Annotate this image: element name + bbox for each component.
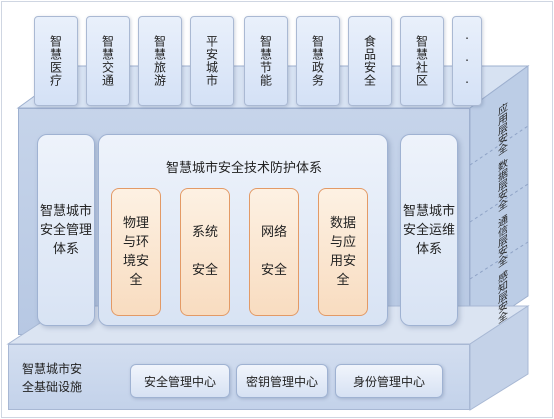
domain-label: 智慧社区 [414,35,429,87]
layer-text: 应用层安全 [495,101,507,159]
domain-label: 食品安全 [362,35,377,87]
pill-label: 身份管理中心 [352,374,425,389]
domain-chip: 智慧旅游 [138,16,182,106]
box-text: 系统 [191,225,218,240]
layer-text: 通信层安全 [495,213,507,271]
system-security-box: 系统 安全 [180,188,230,316]
box-text: 安全 [260,263,287,278]
operations-system-panel: 智慧城市安全运维体系 [400,134,458,326]
infrastructure-label-line1: 智慧城市安 [22,362,83,376]
physical-security-box: 物理 与环 境安 全 [111,188,161,316]
infrastructure-label: 智慧城市安 全基础设施 [22,360,112,396]
box-text: 与环 [122,235,149,250]
domain-label: 平安城市 [204,35,219,87]
box-text: 全 [129,273,143,288]
operations-system-label: 智慧城市安全运维体系 [403,203,456,257]
box-text: 网络 [260,225,287,240]
domain-chip: 智慧社区 [400,16,444,106]
pill-label: 密钥管理中心 [245,374,318,389]
network-security-box: 网络 安全 [249,188,299,316]
key-management-center: 密钥管理中心 [236,364,328,398]
domain-chip-more: ... [452,16,482,106]
layer-text: 数据层安全 [495,157,507,215]
data-app-security-box: 数据 与应 用安 全 [318,188,368,316]
security-management-center: 安全管理中心 [130,364,230,398]
domain-chip: 智慧节能 [244,16,288,106]
domain-chip: 智慧医疗 [34,16,78,106]
base-right-face [469,305,529,411]
domain-label: 智慧医疗 [48,35,63,87]
tech-protection-title: 智慧城市安全技术防护体系 [165,161,322,176]
domain-label: 智慧政务 [310,35,325,87]
domain-label: 智慧旅游 [152,35,167,87]
box-text: 用安 [329,254,356,269]
domain-chip: 食品安全 [348,16,392,106]
pill-label: 安全管理中心 [143,374,216,389]
domain-label: 智慧节能 [258,35,273,87]
right-face [469,65,529,336]
infrastructure-label-line2: 全基础设施 [22,380,83,394]
domain-chip: 智慧政务 [296,16,340,106]
box-text: 物理 [122,216,149,231]
box-text: 境安 [122,254,149,269]
identity-management-center: 身份管理中心 [335,364,443,398]
management-system-label: 智慧城市安全管理体系 [40,203,93,257]
box-text: 全 [336,273,350,288]
box-text: 安全 [191,263,218,278]
domain-label: 智慧交通 [100,35,115,87]
box-text: 与应 [329,235,356,250]
layer-text: 感知层安全 [495,269,507,327]
domain-chip: 平安城市 [190,16,234,106]
domain-chip: 智慧交通 [86,16,130,106]
domain-label: ... [460,28,474,94]
management-system-panel: 智慧城市安全管理体系 [37,134,95,326]
box-text: 数据 [329,216,356,231]
